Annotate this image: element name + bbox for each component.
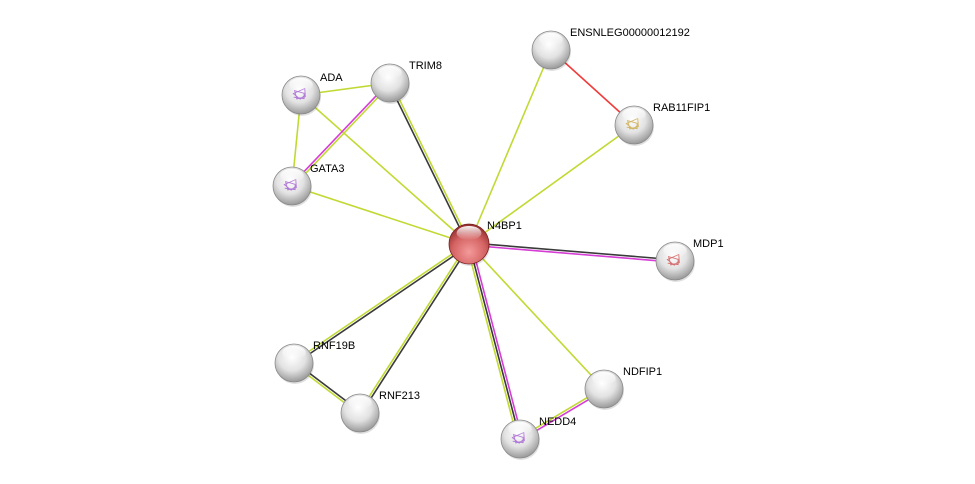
edge-line xyxy=(469,242,676,261)
edges-layer xyxy=(290,49,676,441)
edge-mdp1-n4bp1[interactable] xyxy=(468,242,676,263)
node-rnf19b[interactable]: RNF19B xyxy=(274,340,355,384)
node-rab11fip1[interactable]: RAB11FIP1 xyxy=(614,102,710,146)
edge-line xyxy=(292,242,469,363)
node-label: MDP1 xyxy=(693,238,724,250)
node-label: GATA3 xyxy=(310,163,344,175)
edge-line xyxy=(300,94,470,245)
node-ndfip1[interactable]: NDFIP1 xyxy=(584,366,662,410)
node-label: RAB11FIP1 xyxy=(653,102,710,114)
edge-line xyxy=(291,185,470,245)
protein-structure-icon xyxy=(292,87,306,100)
node-label: NDFIP1 xyxy=(623,366,662,378)
edge-line xyxy=(465,244,519,440)
edge-ndfip1-n4bp1[interactable] xyxy=(468,243,605,390)
node-mdp1[interactable]: MDP1 xyxy=(655,238,724,282)
edge-trim8-n4bp1[interactable] xyxy=(388,82,471,245)
node-rnf213[interactable]: RNF213 xyxy=(340,390,420,434)
edge-gata3-trim8[interactable] xyxy=(290,81,392,188)
node-gata3[interactable]: GATA3 xyxy=(272,163,344,207)
edge-line xyxy=(468,49,552,245)
edge-line xyxy=(290,81,390,186)
protein-structure-icon xyxy=(666,253,680,266)
node-ensnleg00000012192[interactable]: ENSNLEG00000012192 xyxy=(531,27,690,71)
node-highlight xyxy=(289,77,313,92)
node-highlight xyxy=(508,421,532,436)
node-ada[interactable]: ADA xyxy=(281,72,343,116)
edge-line xyxy=(390,82,471,244)
node-highlight xyxy=(663,243,687,258)
edge-line xyxy=(292,83,392,188)
edge-ada-n4bp1[interactable] xyxy=(300,94,470,245)
node-highlight xyxy=(280,168,304,183)
node-label: N4BP1 xyxy=(487,220,522,232)
node-label: TRIM8 xyxy=(409,60,442,72)
node-highlight xyxy=(622,107,646,122)
node-highlight xyxy=(456,226,482,240)
edge-line xyxy=(468,243,605,390)
node-highlight xyxy=(348,395,372,410)
node-label: RNF213 xyxy=(379,390,420,402)
node-highlight xyxy=(592,371,616,386)
edge-line xyxy=(468,244,675,263)
edge-line xyxy=(358,242,469,413)
edge-rab11fip1-n4bp1[interactable] xyxy=(468,124,635,245)
node-highlight xyxy=(378,65,402,80)
edge-rnf19b-n4bp1[interactable] xyxy=(292,242,471,365)
edge-line xyxy=(294,244,471,365)
node-label: ENSNLEG00000012192 xyxy=(570,27,690,39)
node-highlight xyxy=(539,32,563,47)
protein-structure-icon xyxy=(511,431,525,444)
node-label: NEDD4 xyxy=(539,416,576,428)
protein-structure-icon xyxy=(283,178,297,191)
node-label: RNF19B xyxy=(313,340,355,352)
edge-line xyxy=(468,124,635,245)
edge-line xyxy=(470,243,524,439)
edge-rnf213-n4bp1[interactable] xyxy=(358,242,471,415)
edge-ensnleg00000012192-n4bp1[interactable] xyxy=(468,49,552,245)
edge-line xyxy=(360,244,471,415)
protein-structure-icon xyxy=(625,117,639,130)
edge-nedd4-n4bp1[interactable] xyxy=(465,243,524,440)
node-n4bp1[interactable]: N4BP1 xyxy=(448,220,522,266)
node-nedd4[interactable]: NEDD4 xyxy=(500,416,576,460)
node-label: ADA xyxy=(320,72,343,84)
edge-line xyxy=(388,83,469,245)
edge-line xyxy=(468,243,521,440)
node-trim8[interactable]: TRIM8 xyxy=(370,60,442,104)
edge-gata3-n4bp1[interactable] xyxy=(291,185,470,245)
node-highlight xyxy=(282,345,306,360)
